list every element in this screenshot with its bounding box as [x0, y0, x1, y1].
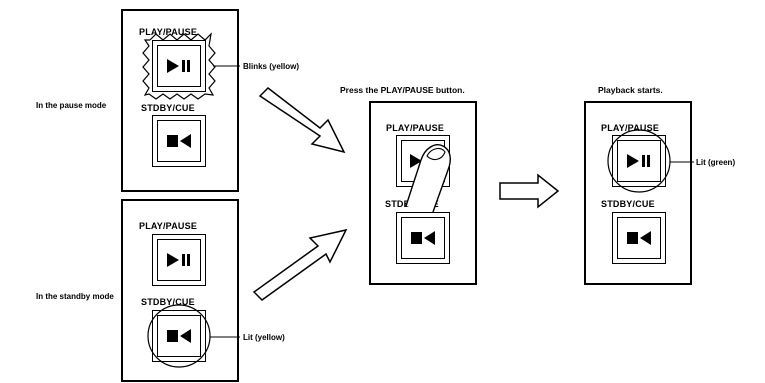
- blinks-annotation: Blinks (yellow): [243, 62, 299, 71]
- stdby-cue-button[interactable]: [612, 212, 666, 264]
- lit-yellow-annotation: Lit (yellow): [243, 333, 285, 342]
- play-pause-label: PLAY/PAUSE: [139, 27, 197, 37]
- pause-mode-caption: In the pause mode: [36, 101, 106, 110]
- play-pause-label: PLAY/PAUSE: [601, 123, 659, 133]
- play-pause-icon: [626, 153, 652, 169]
- play-pause-icon: [409, 153, 435, 169]
- stdby-cue-label: STDBY/CUE: [385, 199, 439, 209]
- play-pause-icon: [166, 252, 192, 268]
- play-pause-label: PLAY/PAUSE: [139, 221, 197, 231]
- play-pause-button[interactable]: [152, 40, 206, 92]
- play-pause-button-face: [157, 45, 201, 87]
- outline-arrow-icon: [500, 175, 558, 207]
- stop-cue-icon: [410, 230, 436, 246]
- stdby-cue-button-face: [617, 217, 661, 259]
- play-pause-label: PLAY/PAUSE: [386, 123, 444, 133]
- lit-green-annotation: Lit (green): [696, 158, 735, 167]
- stdby-cue-button-face: [157, 315, 201, 357]
- stdby-cue-label: STDBY/CUE: [141, 103, 195, 113]
- stop-cue-icon: [166, 328, 192, 344]
- stdby-cue-button[interactable]: [152, 115, 206, 167]
- outline-arrow-icon: [260, 88, 344, 152]
- stop-cue-icon: [166, 133, 192, 149]
- stdby-cue-button-face: [157, 120, 201, 162]
- play-pause-button[interactable]: [612, 135, 666, 187]
- play-pause-button[interactable]: [396, 135, 450, 187]
- stdby-cue-button-face: [401, 217, 445, 259]
- play-pause-button-face: [157, 239, 201, 281]
- play-pause-icon: [166, 58, 192, 74]
- play-pause-button[interactable]: [152, 234, 206, 286]
- stdby-cue-label: STDBY/CUE: [141, 297, 195, 307]
- standby-mode-caption: In the standby mode: [36, 292, 114, 301]
- stdby-cue-button[interactable]: [396, 212, 450, 264]
- play-pause-button-face: [617, 140, 661, 182]
- stdby-cue-label: STDBY/CUE: [601, 199, 655, 209]
- press-step-caption: Press the PLAY/PAUSE button.: [340, 85, 465, 95]
- playback-step-caption: Playback starts.: [598, 85, 663, 95]
- outline-arrow-icon: [254, 230, 346, 300]
- stdby-cue-button[interactable]: [152, 310, 206, 362]
- play-pause-button-face: [401, 140, 445, 182]
- stop-cue-icon: [626, 230, 652, 246]
